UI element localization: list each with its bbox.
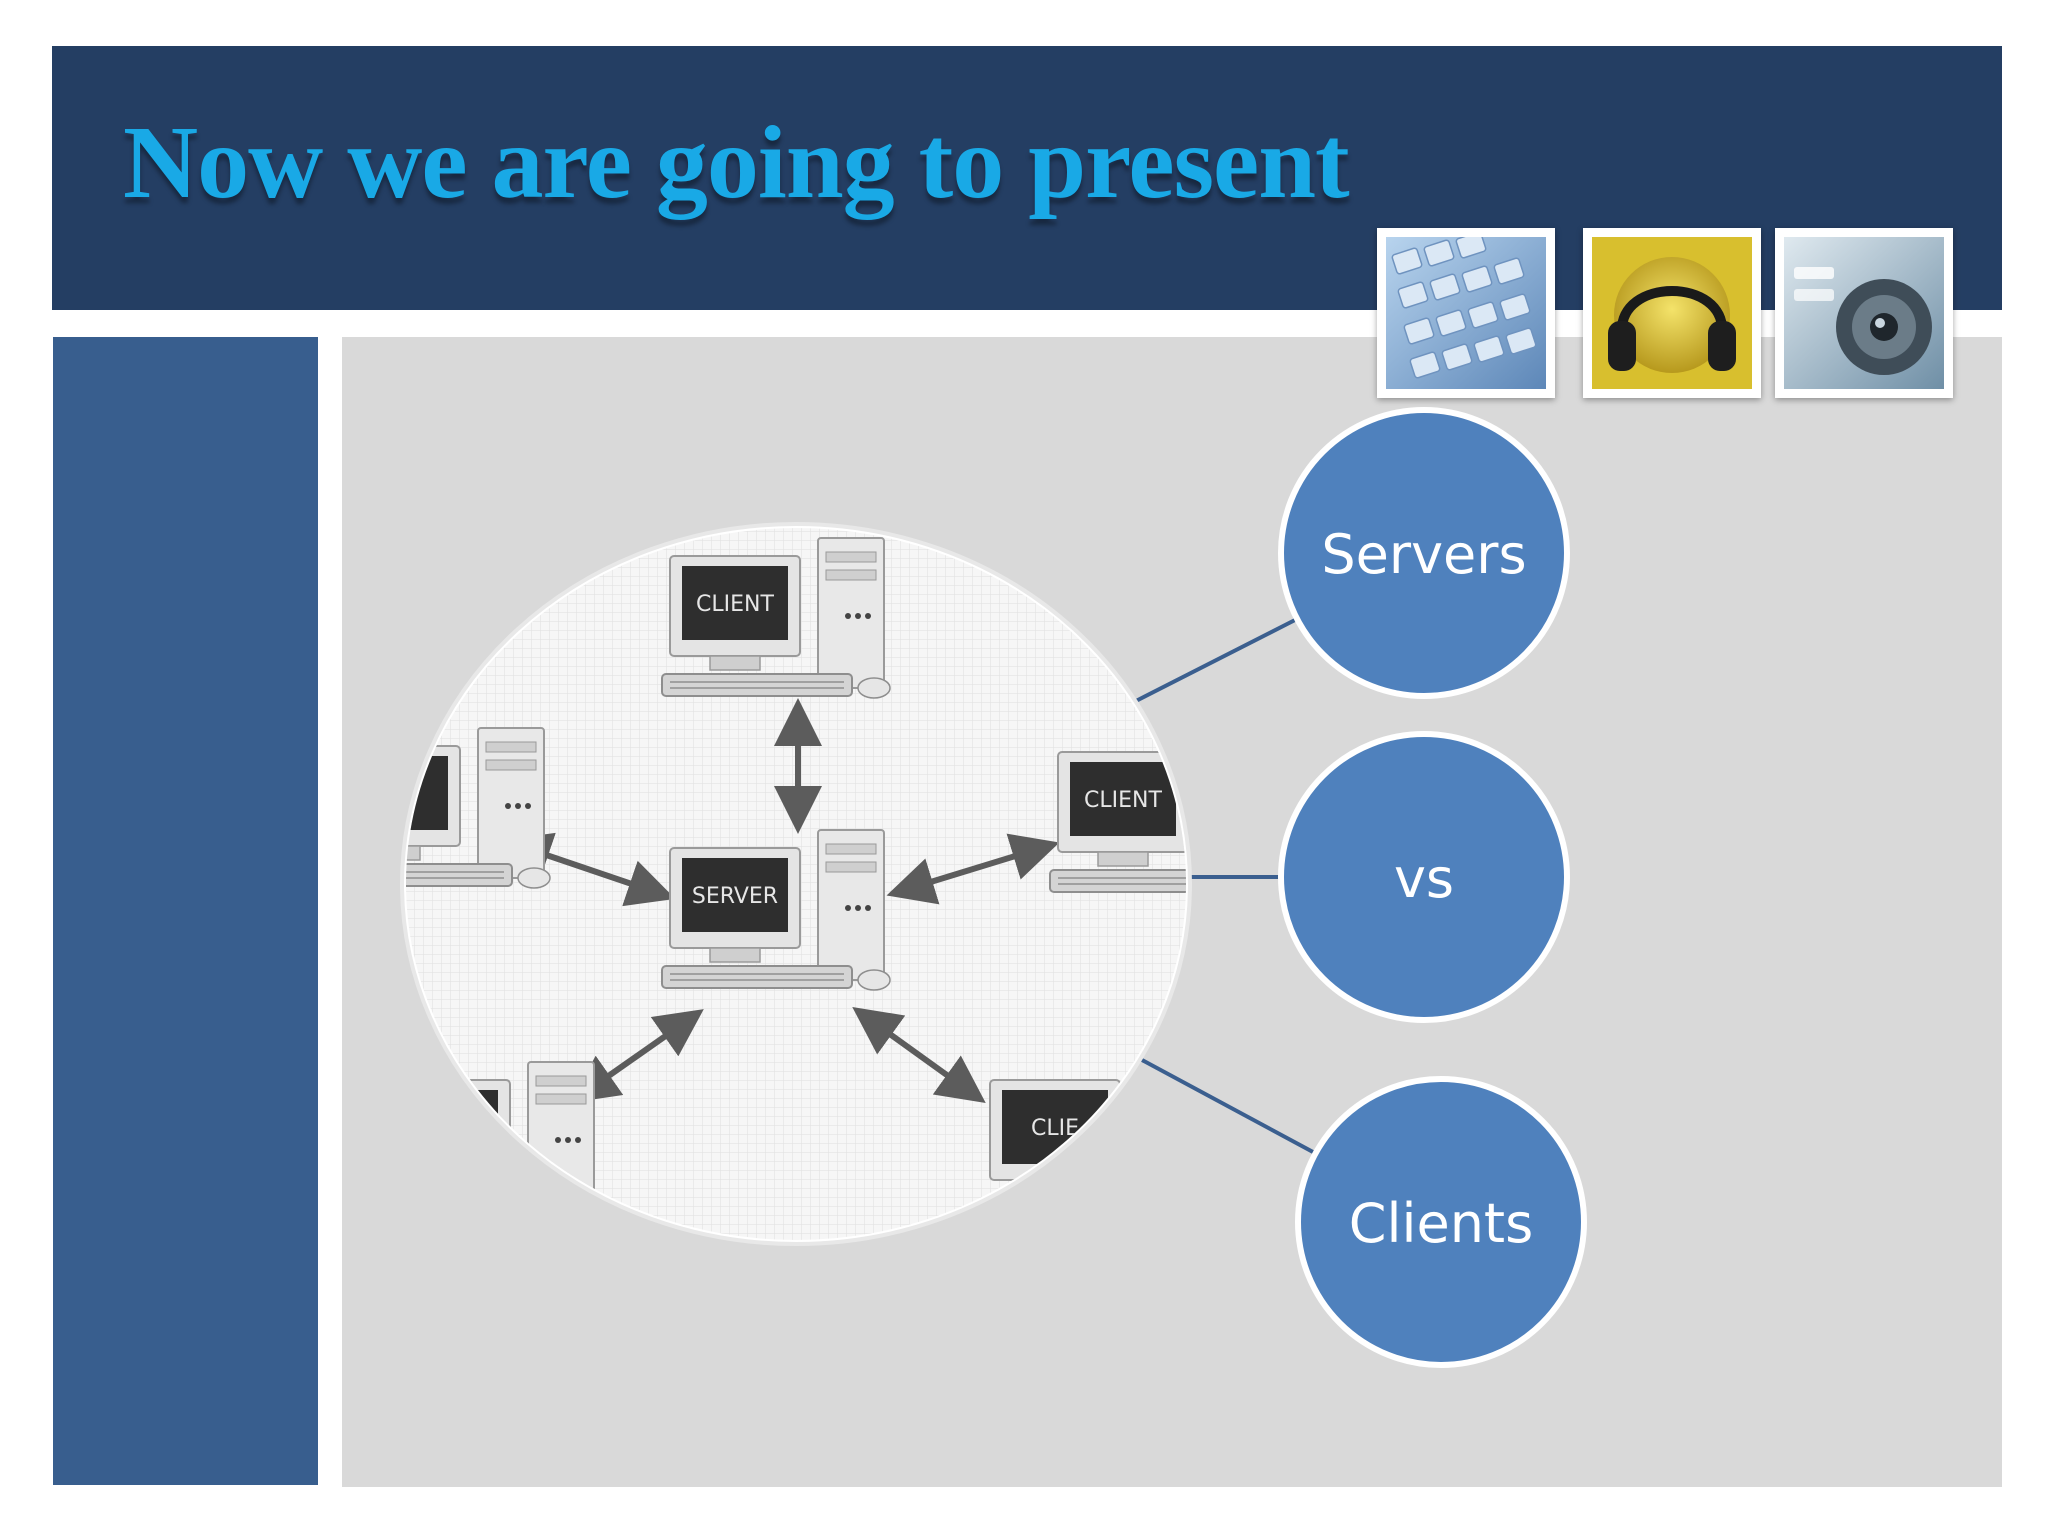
headphones-thumbnail xyxy=(1583,228,1761,398)
sidebar-bar xyxy=(53,337,318,1485)
arrow-right xyxy=(886,833,1060,905)
speaker-thumbnail xyxy=(1775,228,1953,398)
client-computer-bottom-left xyxy=(406,1061,601,1223)
client-computer-left xyxy=(406,727,551,889)
node-vs xyxy=(1278,731,1570,1023)
server-screen-label: SERVER xyxy=(692,884,778,909)
arrow-bottom-left xyxy=(570,1009,704,1103)
node-servers-label: Servers xyxy=(1321,523,1527,586)
keyboard-thumbnail xyxy=(1377,228,1555,398)
connector-lines xyxy=(1133,618,1314,1154)
node-vs-label: vs xyxy=(1393,847,1455,910)
node-circles xyxy=(1278,407,1587,1368)
node-clients xyxy=(1295,1076,1587,1368)
client-computer-bottom-right: CLIE xyxy=(981,1061,1186,1223)
network-image: CLIENT SERVER CLIENT CLIE xyxy=(400,522,1192,1246)
connector-clients xyxy=(1141,1058,1314,1154)
connector-servers xyxy=(1133,618,1296,704)
client-computer-right: CLIENT xyxy=(1049,733,1186,895)
client-screen-label: CLIENT xyxy=(696,592,774,617)
slide-title: Now we are going to present xyxy=(123,105,1350,220)
node-clients-label: Clients xyxy=(1348,1192,1534,1255)
node-servers xyxy=(1278,407,1570,699)
speaker-icon xyxy=(1784,237,1944,389)
arrow-bottom-right xyxy=(852,1006,986,1104)
client-screen-label: CLIENT xyxy=(1084,788,1162,813)
keyboard-icon xyxy=(1386,237,1546,389)
headphones-icon xyxy=(1592,237,1752,389)
server-computer: SERVER xyxy=(661,829,891,991)
client-computer-top: CLIENT xyxy=(661,537,891,699)
